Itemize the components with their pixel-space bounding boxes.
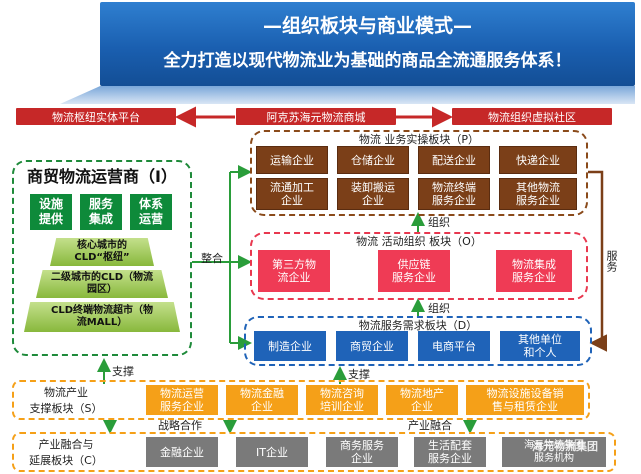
- strategic-cooperation-label: 战略合作: [158, 419, 202, 432]
- o-item-supply-chain: 供应链 服务企业: [378, 250, 450, 292]
- s-item-realestate: 物流地产 企业: [386, 385, 458, 415]
- s-item-finance: 物流金融 企业: [226, 385, 298, 415]
- page-title: —组织板块与商业模式—: [262, 14, 472, 37]
- s-item-operation: 物流运营 服务企业: [146, 385, 218, 415]
- p-item-warehouse: 仓储企业: [337, 146, 409, 174]
- page-subtitle: 全力打造以现代物流业为基础的商品全流通服务体系！: [163, 50, 572, 71]
- watermark: 海元物流集团: [532, 440, 598, 453]
- operator-level-secondary-park: 二级城市的CLD（物流 园区）: [36, 270, 168, 298]
- operator-block: [12, 160, 192, 356]
- o-item-integration: 物流集成 服务企业: [496, 250, 572, 292]
- o-block-title: 物流 活动组织 板块（O）: [356, 234, 482, 248]
- s-block-label: 物流产业 支撑板块（S）: [29, 386, 103, 415]
- o-block: [250, 232, 588, 300]
- p-item-terminal-service: 物流终端 服务企业: [418, 178, 490, 210]
- c-item-living: 生活配套 服务企业: [414, 437, 486, 467]
- organize-label-upper: 组织: [428, 216, 450, 229]
- c-block: [12, 432, 616, 472]
- top-right-community-label: 物流组织虚拟社区: [452, 108, 612, 125]
- p-item-express: 快递企业: [499, 146, 577, 174]
- organize-label-lower: 组织: [428, 302, 450, 315]
- p-item-handling: 装卸搬运 企业: [337, 178, 409, 210]
- d-block-title: 物流服务需求板块（D）: [358, 318, 478, 332]
- operator-level-terminal-mall: CLD终端物流超市（物 流MALL）: [24, 302, 180, 332]
- operator-tag-system: 体系 运营: [130, 194, 172, 230]
- o-item-3pl: 第三方物 流企业: [258, 250, 330, 292]
- top-left-platform-label: 物流枢纽实体平台: [16, 108, 176, 125]
- support-label-left: 支撑: [112, 364, 134, 378]
- d-item-ecommerce: 电商平台: [418, 331, 490, 361]
- top-center-mall-label: 阿克苏海元物流商城: [236, 108, 396, 125]
- operator-level-core-hub: 核心城市的 CLD“枢纽”: [50, 238, 154, 266]
- p-item-transport: 运输企业: [256, 146, 328, 174]
- c-block-label: 产业融合与 延展板块（C）: [29, 438, 103, 467]
- p-block-title: 物流 业务实操板块（P）: [358, 132, 480, 146]
- c-item-business: 商务服务 企业: [326, 437, 398, 467]
- header-banner: [100, 2, 635, 86]
- p-item-distribution: 配送企业: [418, 146, 490, 174]
- s-item-consulting: 物流咨询 培训企业: [306, 385, 378, 415]
- header-perspective-band: [60, 86, 635, 104]
- industry-fusion-label: 产业融合: [408, 419, 452, 432]
- service-label: 服务: [605, 250, 618, 272]
- p-block: [250, 130, 588, 216]
- operator-tag-integration: 服务 集成: [80, 194, 122, 230]
- d-item-trade: 商贸企业: [336, 331, 408, 361]
- integrate-label: 整合: [201, 252, 223, 265]
- d-block: [244, 316, 592, 366]
- p-item-processing: 流通加工 企业: [256, 178, 328, 210]
- operator-tag-facility: 设施 提供: [30, 194, 72, 230]
- s-item-equipment: 物流设施设备销 售与租赁企业: [466, 385, 584, 415]
- c-item-finance: 金融企业: [146, 437, 218, 467]
- s-block: [12, 380, 590, 420]
- support-label-right: 支撑: [348, 367, 370, 381]
- d-item-manufacturing: 制造企业: [254, 331, 326, 361]
- c-item-it: IT企业: [236, 437, 308, 467]
- p-item-other-service: 其他物流 服务企业: [499, 178, 577, 210]
- d-item-other: 其他单位 和个人: [500, 331, 580, 361]
- c-item-group-service: 海元物流集团 服务机构: [502, 437, 606, 467]
- operator-title: 商贸物流运营商（I）: [27, 167, 177, 186]
